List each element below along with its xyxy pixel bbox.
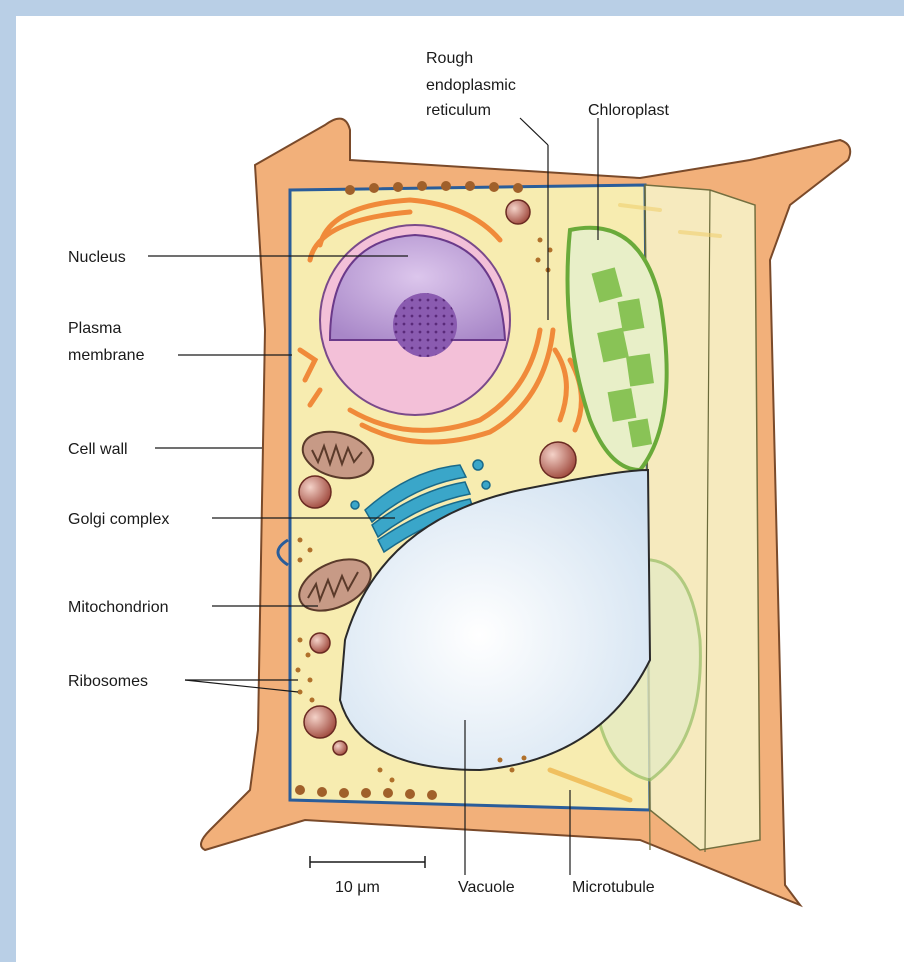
- label-chloroplast: Chloroplast: [588, 102, 669, 119]
- label-cell-wall: Cell wall: [68, 441, 128, 458]
- label-ribosomes: Ribosomes: [68, 673, 148, 690]
- label-scale: 10 μm: [335, 879, 380, 896]
- label-microtubule: Microtubule: [572, 879, 655, 896]
- label-rough-er-2: endoplasmic: [426, 77, 516, 94]
- label-vacuole: Vacuole: [458, 879, 515, 896]
- scale-bar: [310, 856, 425, 868]
- label-mitochondrion: Mitochondrion: [68, 599, 169, 616]
- label-rough-er-1: Rough: [426, 50, 473, 67]
- label-plasma-membrane-2: membrane: [68, 347, 145, 364]
- nucleus: [320, 225, 510, 415]
- label-rough-er-3: reticulum: [426, 102, 491, 119]
- label-nucleus: Nucleus: [68, 249, 126, 266]
- label-golgi-complex: Golgi complex: [68, 511, 169, 528]
- label-plasma-membrane-1: Plasma: [68, 320, 121, 337]
